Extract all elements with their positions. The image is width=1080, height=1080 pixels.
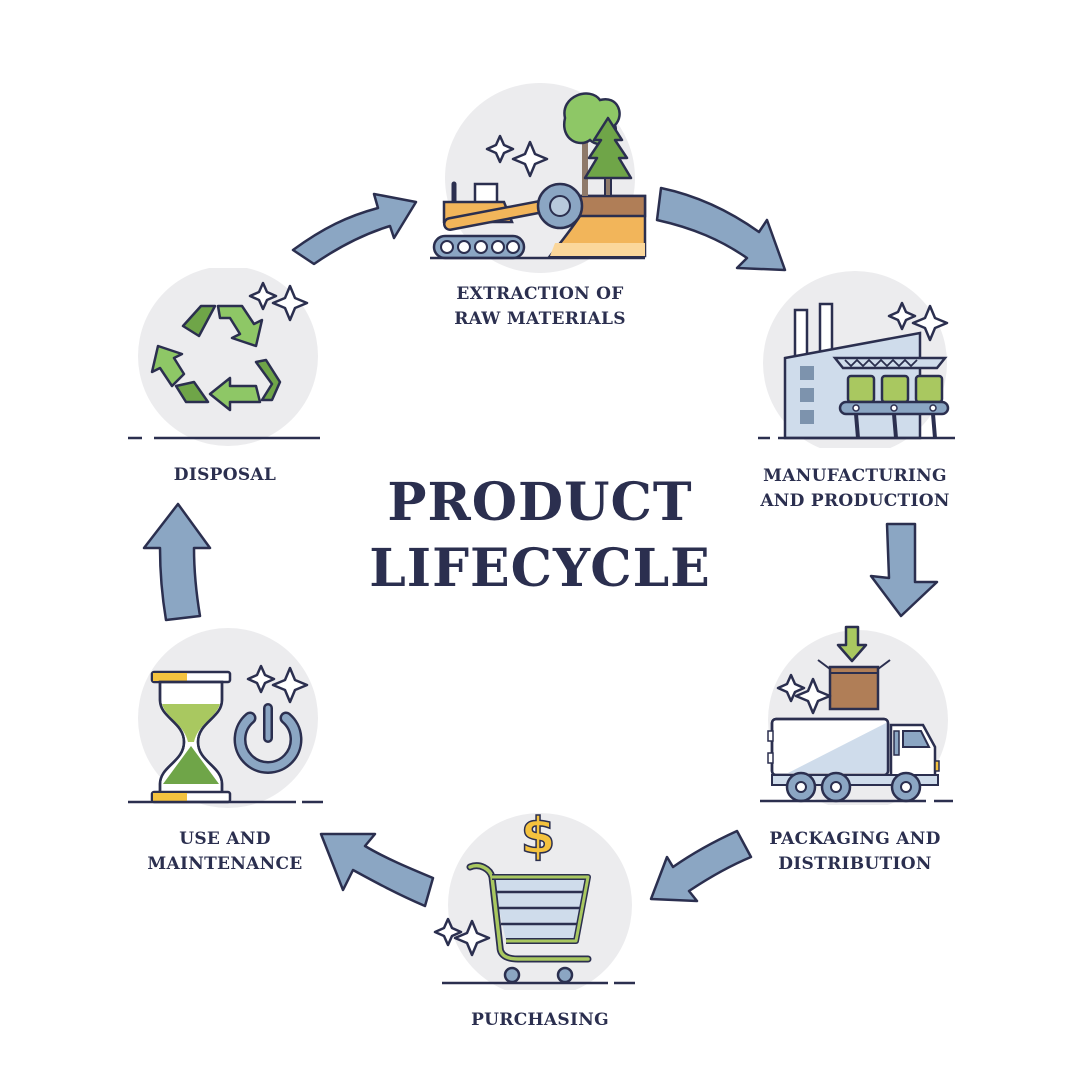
step-label-extraction: EXTRACTION OF RAW MATERIALS bbox=[454, 284, 626, 329]
excavator-trees-icon bbox=[430, 83, 647, 273]
step-label-disposal: DISPOSAL bbox=[173, 465, 277, 485]
arrow-packaging-to-purchasing bbox=[649, 829, 753, 903]
title-line-2: LIFECYCLE bbox=[369, 538, 711, 599]
arrow-disposal-to-extraction bbox=[291, 192, 418, 266]
shopping-cart-dollar-icon: $ bbox=[433, 806, 635, 990]
arrow-extraction-to-manufacturing bbox=[655, 186, 787, 272]
step-label-packaging: PACKAGING AND DISTRIBUTION bbox=[769, 829, 941, 874]
arrow-manufacturing-to-packaging bbox=[869, 522, 939, 618]
arrow-use-to-disposal bbox=[142, 502, 212, 622]
factory-conveyor-icon bbox=[758, 271, 955, 448]
arrow-purchasing-to-use bbox=[319, 832, 435, 908]
hourglass-power-icon bbox=[128, 628, 323, 808]
title-line-1: PRODUCT bbox=[387, 472, 693, 533]
delivery-truck-box-icon bbox=[760, 625, 953, 805]
step-label-manufacturing: MANUFACTURING AND PRODUCTION bbox=[760, 466, 950, 511]
step-label-use-maintenance: USE AND MAINTENANCE bbox=[147, 829, 303, 874]
diagram-title: PRODUCT LIFECYCLE bbox=[340, 470, 740, 602]
svg-text:$: $ bbox=[521, 807, 556, 865]
recycle-icon bbox=[128, 268, 320, 446]
step-label-purchasing: PURCHASING bbox=[471, 1010, 609, 1030]
